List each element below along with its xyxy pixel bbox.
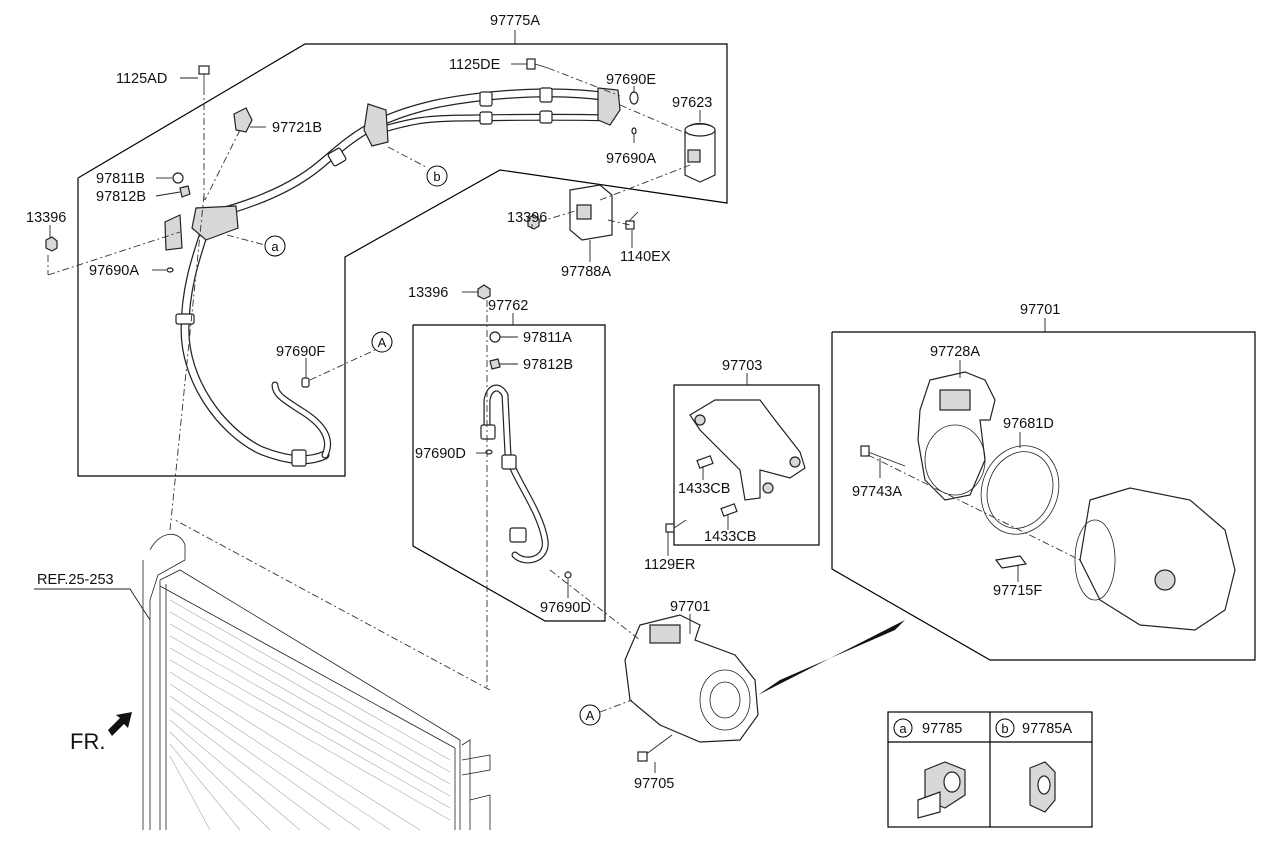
callout-A-top: A	[371, 331, 393, 353]
legend-table: a 97785 b 97785A	[887, 711, 1093, 828]
hose-97762	[480, 384, 549, 564]
cap-97812B-hose	[489, 358, 501, 370]
bolt-1125AD	[198, 65, 210, 88]
bolt-97705	[637, 734, 673, 762]
label-97788A: 97788A	[561, 264, 611, 280]
label-97690E: 97690E	[606, 72, 656, 88]
label-97715F: 97715F	[993, 583, 1042, 599]
label-13396-hose: 13396	[408, 285, 448, 301]
assembly-dash-lines	[47, 67, 1081, 713]
label-97812B-hose: 97812B	[523, 357, 573, 373]
label-97690D-left: 97690D	[415, 446, 466, 462]
label-97690A-top: 97690A	[606, 151, 656, 167]
bolt-97743A	[860, 445, 906, 467]
callout-b: b	[426, 165, 448, 187]
bracket-97703	[689, 399, 806, 517]
callout-a: a	[264, 235, 286, 257]
label-97715F	[994, 555, 1028, 569]
oring-97690A-top	[631, 127, 637, 135]
label-97690F: 97690F	[276, 344, 325, 360]
receiver-drier-97623	[684, 122, 716, 183]
label-97812B-left: 97812B	[96, 189, 146, 205]
sensor-97721B	[233, 107, 253, 133]
assembly-box-97775A	[77, 30, 728, 477]
compressor-body-97701-box	[1074, 487, 1236, 631]
oring-97690A-left	[166, 267, 174, 273]
condenser	[142, 533, 491, 831]
gasket-97681D	[980, 445, 1060, 535]
label-97728A: 97728A	[930, 344, 980, 360]
label-1125DE: 1125DE	[449, 57, 501, 73]
legend-b-letter: b	[1001, 721, 1008, 736]
callout-a-letter: a	[271, 239, 279, 254]
clutch-housing-97728A	[917, 371, 996, 501]
nut-13396-mid	[527, 214, 540, 230]
clamp-b-illustration	[1029, 761, 1056, 813]
suction-discharge-hose	[164, 87, 621, 467]
part-labels: 97775A 1125AD 1125DE 97690E 97623 97721B…	[26, 13, 1060, 792]
legend-a-letter: a	[899, 721, 907, 736]
assembly-box-97701	[831, 318, 1256, 661]
label-97681D: 97681D	[1003, 416, 1054, 432]
bolt-1129ER	[665, 519, 687, 533]
label-97762: 97762	[488, 298, 528, 314]
label-97721B: 97721B	[272, 120, 322, 136]
label-97811B: 97811B	[96, 171, 145, 187]
label-ref-25-253: REF.25-253	[37, 572, 114, 588]
label-1125AD: 1125AD	[116, 71, 167, 87]
label-97703: 97703	[722, 358, 762, 374]
label-97701-box: 97701	[1020, 302, 1060, 318]
oring-97690D-left	[485, 449, 493, 455]
clamp-a-illustration	[917, 761, 966, 819]
label-97811A: 97811A	[523, 330, 572, 346]
cap-97811B	[172, 172, 184, 184]
seal-97690F	[301, 377, 310, 388]
label-97623: 97623	[672, 95, 712, 111]
assembly-box-97703	[673, 373, 820, 546]
legend-b-part: 97785A	[1022, 721, 1072, 737]
label-97775A: 97775A	[490, 13, 540, 29]
bracket-97788A	[569, 184, 613, 241]
oring-97690E	[629, 91, 639, 105]
callout-A-bottom: A	[579, 704, 601, 726]
label-13396-mid: 13396	[507, 210, 547, 226]
nut-13396-left	[45, 236, 58, 252]
label-1140EX: 1140EX	[620, 249, 671, 265]
cap-97812B-left	[179, 185, 191, 198]
legend-a-part: 97785	[922, 721, 962, 737]
leader-lines	[34, 63, 1021, 773]
label-1433CB-top: 1433CB	[678, 481, 730, 497]
cap-97811A	[489, 331, 501, 343]
label-97690D-bottom: 97690D	[540, 600, 591, 616]
callout-A-bottom-letter: A	[586, 708, 595, 723]
callout-A-top-letter: A	[378, 335, 387, 350]
label-13396-left: 13396	[26, 210, 66, 226]
oring-97690D-bottom	[564, 571, 572, 579]
assembly-box-97762	[412, 313, 606, 622]
label-1433CB-bottom: 1433CB	[704, 529, 756, 545]
label-97705: 97705	[634, 776, 674, 792]
label-97743A: 97743A	[852, 484, 902, 500]
label-1129ER: 1129ER	[644, 557, 695, 573]
bolt-1125DE	[526, 58, 549, 70]
label-97690A-left: 97690A	[89, 263, 139, 279]
label-97701-compressor: 97701	[670, 599, 710, 615]
compressor-97701	[624, 614, 905, 743]
bolt-1140EX	[625, 211, 639, 230]
label-front: FR.	[70, 729, 105, 754]
nut-13396-hose	[477, 284, 491, 300]
front-arrow-icon	[108, 712, 132, 736]
callout-b-letter: b	[433, 169, 440, 184]
